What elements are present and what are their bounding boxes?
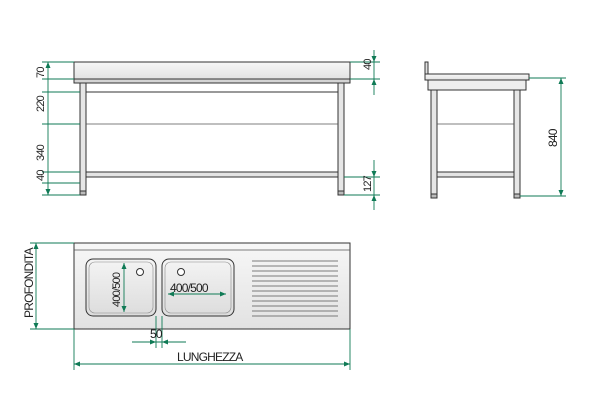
bowl-right-dim-line (168, 291, 226, 297)
dim-bowl-left: 400/500 (111, 272, 123, 307)
dim-middle-gap: 340 (35, 144, 47, 161)
dim-lower-gap: 40 (35, 170, 47, 181)
side-leg-right (513, 89, 521, 195)
side-leg-left (430, 89, 438, 195)
dim-height: 840 (546, 128, 560, 147)
front-worktop-edge (73, 78, 351, 84)
front-right-dimension-lines (344, 50, 380, 210)
bowl-right-inner (164, 261, 232, 314)
front-leg-right (337, 82, 345, 192)
side-frame (427, 79, 527, 91)
side-worktop (424, 73, 530, 81)
side-foot-right (513, 193, 521, 199)
dim-splash: 40 (362, 59, 374, 70)
plan-gap-dimension (132, 316, 186, 348)
drainer-grooves (252, 260, 338, 317)
plan-depth-dimension (30, 242, 74, 330)
dim-top-thickness: 70 (35, 67, 47, 78)
side-foot-left (430, 193, 438, 199)
front-left-dimension-chain (42, 61, 80, 196)
front-view: 70 220 340 40 40 127 (35, 50, 380, 210)
dim-depth: PROFONDITA (22, 247, 36, 318)
bowl-left-inner (88, 261, 154, 314)
side-undershelf (436, 171, 515, 178)
front-foot-left (79, 190, 87, 196)
dim-upper-gap: 220 (35, 95, 47, 112)
plan-view: 400/500 400/500 (22, 242, 351, 370)
front-foot-right (337, 190, 345, 196)
front-leg-left (79, 82, 87, 192)
plan-length-dimension (73, 329, 351, 370)
bowl-right-drain-icon (177, 268, 185, 276)
dim-foot: 127 (362, 175, 374, 192)
dim-bowl-right: 400/500 (170, 281, 209, 295)
bowl-left-drain-icon (136, 268, 144, 276)
side-splashback (424, 61, 429, 75)
side-view: 840 (424, 61, 566, 199)
bowl-left-dim-line (121, 263, 127, 312)
dim-gap: 50 (150, 327, 163, 341)
front-worktop (73, 61, 351, 80)
dim-length: LUNGHEZZA (177, 350, 243, 364)
side-height-dimension (520, 77, 566, 197)
front-undershelf (85, 171, 339, 178)
